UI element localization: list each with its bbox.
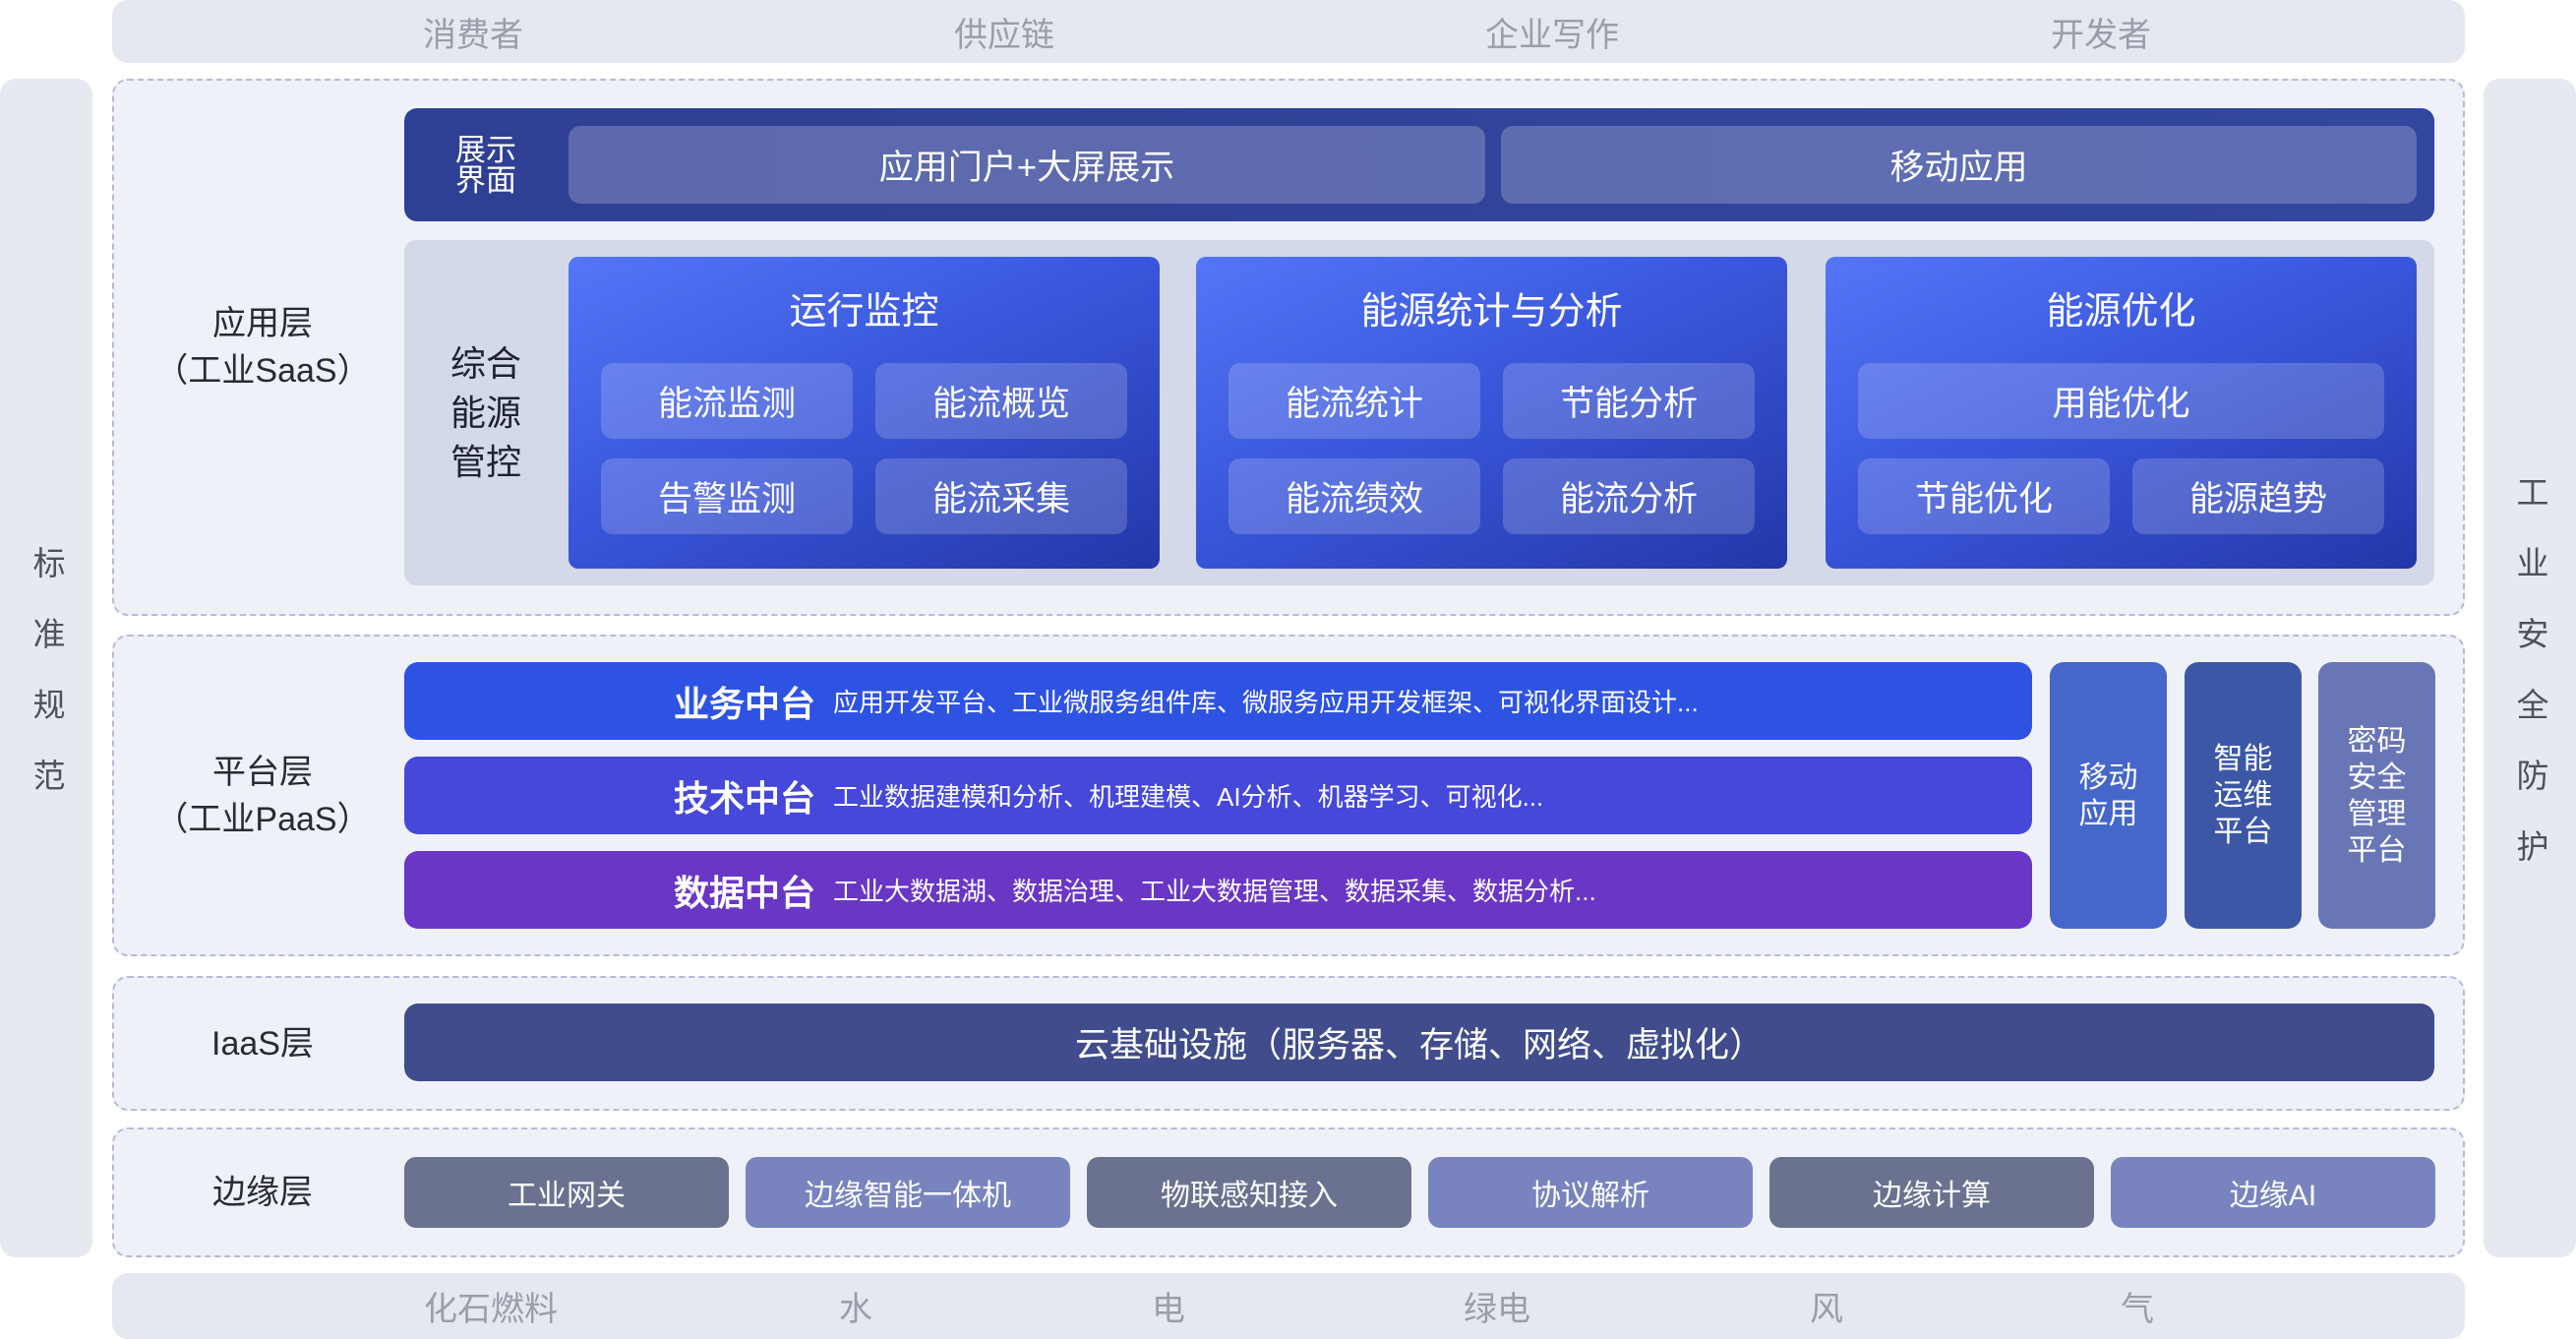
module-item: 用能优化 — [1858, 363, 2384, 439]
stakeholder-label: 企业写作 — [1485, 16, 1619, 54]
platform-bar-description: 应用开发平台、工业微服务组件库、微服务应用开发框架、可视化界面设计... — [833, 688, 1699, 717]
module-card-energy-optimization: 能源优化 用能优化 节能优化 能源趋势 — [1826, 257, 2417, 569]
top-stakeholder-bar: 消费者 供应链 企业写作 开发者 — [112, 0, 2465, 63]
edge-item-edge-computing: 边缘计算 — [1769, 1157, 2094, 1228]
platform-bar-title: 技术中台 — [674, 777, 816, 819]
energy-source-label: 化石燃料 — [424, 1291, 558, 1328]
platform-bar-title: 业务中台 — [674, 683, 816, 724]
energy-source-label: 气 — [2121, 1291, 2154, 1328]
stakeholder-label: 消费者 — [423, 16, 523, 54]
energy-source-label: 电 — [1152, 1291, 1185, 1328]
platform-bar-title: 数据中台 — [674, 872, 816, 913]
standards-side-bar: 标准规范 — [0, 79, 92, 1257]
crypto-security-platform-box: 密码 安全 管理 平台 — [2318, 662, 2435, 929]
module-card-title: 能源优化 — [2046, 290, 2196, 333]
intelligent-ops-platform-box: 智能 运维 平台 — [2185, 662, 2302, 929]
display-item-mobile: 移动应用 — [1501, 126, 2417, 204]
module-item: 能流采集 — [875, 458, 1127, 534]
module-card-operation-monitoring: 运行监控 能流监测 能流概览 告警监测 能流采集 — [569, 257, 1160, 569]
module-card-energy-statistics: 能源统计与分析 能流统计 节能分析 能流绩效 能流分析 — [1196, 257, 1787, 569]
edge-layer-label: 边缘层 — [114, 1129, 411, 1255]
iaas-layer: IaaS层 云基础设施（服务器、存储、网络、虚拟化） — [112, 976, 2465, 1111]
module-item: 能流统计 — [1228, 363, 1480, 439]
module-item: 节能分析 — [1503, 363, 1755, 439]
layer-title: 平台层 — [212, 753, 313, 791]
edge-items-row: 工业网关 边缘智能一体机 物联感知接入 协议解析 边缘计算 边缘AI — [404, 1157, 2435, 1228]
layer-title: 边缘层 — [212, 1174, 313, 1211]
module-card-items: 能流监测 能流概览 告警监测 能流采集 — [601, 363, 1127, 534]
application-layer-label: 应用层 （工业SaaS） — [114, 81, 411, 614]
security-side-bar: 工业安全防护 — [2484, 79, 2576, 1257]
module-item: 能流概览 — [875, 363, 1127, 439]
data-middle-platform-bar: 数据中台 工业大数据湖、数据治理、工业大数据管理、数据采集、数据分析... — [404, 851, 2032, 929]
edge-item-edge-appliance: 边缘智能一体机 — [746, 1157, 1070, 1228]
module-card-title: 运行监控 — [789, 290, 939, 333]
mobile-application-box: 移动 应用 — [2050, 662, 2167, 929]
edge-item-protocol-parsing: 协议解析 — [1428, 1157, 1753, 1228]
cloud-infrastructure-bar: 云基础设施（服务器、存储、网络、虚拟化） — [404, 1004, 2434, 1081]
application-layer: 应用层 （工业SaaS） 展示 界面 应用门户+大屏展示 移动应用 综合 能源 … — [112, 79, 2465, 616]
module-item: 能流监测 — [601, 363, 853, 439]
display-interface-bar: 展示 界面 应用门户+大屏展示 移动应用 — [404, 108, 2434, 221]
layer-subtitle: （工业PaaS） — [154, 800, 371, 838]
display-interface-label: 展示 界面 — [455, 132, 516, 198]
business-middle-platform-bar: 业务中台 应用开发平台、工业微服务组件库、微服务应用开发框架、可视化界面设计..… — [404, 662, 2032, 740]
module-card-items: 能流统计 节能分析 能流绩效 能流分析 — [1228, 363, 1755, 534]
technology-middle-platform-bar: 技术中台 工业数据建模和分析、机理建模、AI分析、机器学习、可视化... — [404, 757, 2032, 834]
energy-source-label: 水 — [839, 1291, 872, 1328]
platform-layer: 平台层 （工业PaaS） 业务中台 应用开发平台、工业微服务组件库、微服务应用开… — [112, 635, 2465, 956]
security-label: 工业安全防护 — [2512, 474, 2548, 900]
module-item: 能流分析 — [1503, 458, 1755, 534]
module-card-items: 用能优化 节能优化 能源趋势 — [1858, 363, 2384, 534]
energy-management-label: 综合 能源 管控 — [449, 342, 521, 482]
edge-layer: 边缘层 工业网关 边缘智能一体机 物联感知接入 协议解析 边缘计算 边缘AI — [112, 1127, 2465, 1257]
platform-bar-description: 工业数据建模和分析、机理建模、AI分析、机器学习、可视化... — [833, 782, 1544, 812]
module-item: 节能优化 — [1858, 458, 2110, 534]
platform-bar-description: 工业大数据湖、数据治理、工业大数据管理、数据采集、数据分析... — [833, 877, 1596, 906]
platform-layer-label: 平台层 （工业PaaS） — [114, 637, 411, 954]
iaas-layer-label: IaaS层 — [114, 978, 411, 1109]
module-item: 能源趋势 — [2132, 458, 2384, 534]
bottom-energy-source-bar: 化石燃料 水 电 绿电 风 气 — [112, 1273, 2465, 1339]
module-card-title: 能源统计与分析 — [1360, 290, 1623, 333]
edge-item-iot-access: 物联感知接入 — [1087, 1157, 1411, 1228]
display-item-portal: 应用门户+大屏展示 — [569, 126, 1485, 204]
edge-item-gateway: 工业网关 — [404, 1157, 729, 1228]
layer-title: 应用层 — [212, 305, 313, 342]
energy-management-panel: 综合 能源 管控 运行监控 能流监测 能流概览 告警监测 能流采集 能源统计与分… — [404, 240, 2434, 585]
energy-source-label: 风 — [1810, 1291, 1843, 1328]
module-item: 能流绩效 — [1228, 458, 1480, 534]
energy-source-label: 绿电 — [1464, 1291, 1530, 1328]
stakeholder-label: 供应链 — [954, 16, 1054, 54]
stakeholder-label: 开发者 — [2051, 16, 2151, 54]
edge-item-edge-ai: 边缘AI — [2111, 1157, 2435, 1228]
layer-subtitle: （工业SaaS） — [154, 352, 371, 390]
standards-label: 标准规范 — [29, 545, 65, 829]
layer-title: IaaS层 — [211, 1024, 314, 1063]
module-item: 告警监测 — [601, 458, 853, 534]
